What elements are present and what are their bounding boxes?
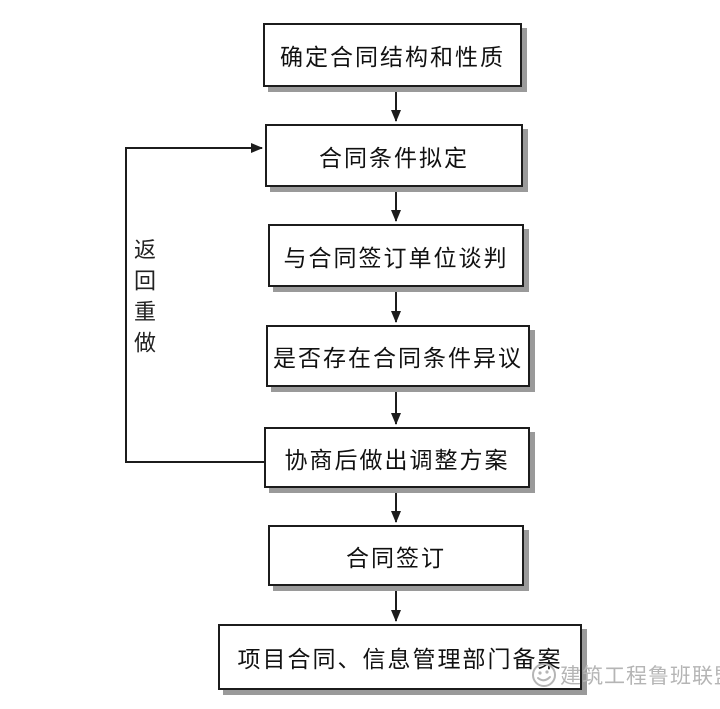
flow-box-label: 合同签订 [346, 545, 446, 572]
flow-box-label: 是否存在合同条件异议 [273, 346, 523, 372]
feedback-loop-label: 返回重做 [130, 238, 155, 362]
flow-box-adjustment-plan: 协商后做出调整方案 [264, 427, 530, 488]
flow-box-determine-structure: 确定合同结构和性质 [263, 23, 522, 87]
flow-box-negotiate-with-unit: 与合同签订单位谈判 [268, 224, 524, 287]
flow-box-label: 项目合同、信息管理部门备案 [237, 647, 563, 673]
flow-box-label: 协商后做出调整方案 [284, 447, 510, 474]
flow-box-department-filing: 项目合同、信息管理部门备案 [218, 624, 582, 690]
flow-box-label: 与合同签订单位谈判 [283, 245, 509, 272]
flow-box-check-objections: 是否存在合同条件异议 [266, 325, 530, 387]
flow-box-label: 合同条件拟定 [319, 145, 469, 172]
watermark-text: 建筑工程鲁班联盟 [560, 664, 720, 688]
flow-box-label: 确定合同结构和性质 [280, 45, 505, 71]
watermark: 建筑工程鲁班联盟 [531, 660, 720, 690]
flow-box-contract-signing: 合同签订 [268, 525, 524, 586]
luban-alliance-logo-icon [532, 663, 556, 687]
flow-box-draft-conditions: 合同条件拟定 [265, 124, 523, 187]
